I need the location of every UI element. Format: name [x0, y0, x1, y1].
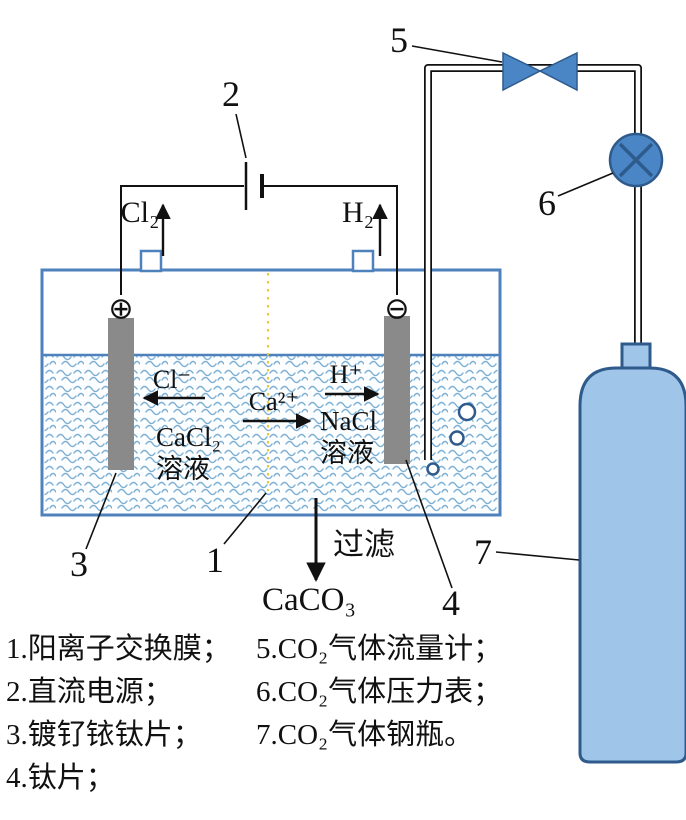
gas-bubble [449, 430, 465, 446]
hydrogen-ion-label: H⁺ [330, 360, 363, 389]
callout-line-5 [411, 45, 503, 63]
h2-gas-label: H₂ [342, 196, 374, 229]
precipitate-label: CaCO₃ [262, 582, 356, 618]
legend-item-3: 3.镀钌铱钛片； [6, 718, 202, 751]
callout-3: 3 [70, 544, 88, 584]
callout-2: 2 [222, 74, 240, 114]
right-solution-name: NaCl [320, 406, 377, 436]
cathode-minus-terminal-icon: ⊖ [384, 293, 409, 326]
cathode-electrode [384, 316, 410, 464]
callout-6: 6 [538, 183, 556, 223]
flow-meter-valve-icon [538, 51, 578, 92]
anode-electrode [108, 318, 134, 470]
wire-right [264, 185, 398, 295]
legend-item-6: 6.CO₂气体压力表； [256, 675, 502, 708]
legend-item-4: 4.钛片； [6, 761, 115, 794]
flow-meter-valve-icon [502, 51, 542, 92]
callout-1: 1 [206, 540, 224, 580]
gas-bubble [457, 402, 477, 422]
callout-line-1 [223, 492, 267, 545]
wire-left [120, 185, 244, 295]
left-solution-name: CaCl₂ [156, 422, 221, 452]
callout-line-2 [235, 113, 247, 159]
filter-label: 过滤 [333, 527, 395, 562]
calcium-ion-label: Ca²⁺ [249, 387, 299, 416]
callout-line-3 [85, 472, 117, 550]
callout-5: 5 [390, 20, 408, 60]
callout-line-4 [405, 459, 453, 589]
chloride-ion-label: Cl⁻ [153, 365, 191, 394]
gas-port-left [139, 249, 163, 273]
right-solution-word: 溶液 [320, 438, 374, 468]
legend-item-5: 5.CO₂气体流量计； [256, 632, 502, 665]
gas-bubble [426, 462, 440, 476]
cl2-gas-label: Cl₂ [121, 196, 160, 229]
legend-item-7: 7.CO₂气体钢瓶。 [256, 718, 473, 751]
callout-line-6 [557, 172, 614, 197]
callout-7: 7 [474, 532, 492, 572]
anode-plus-terminal-icon: ⊕ [108, 293, 133, 326]
left-solution-word: 溶液 [156, 454, 210, 484]
callout-4: 4 [442, 583, 460, 623]
callout-line-7 [495, 551, 580, 561]
legend-item-2: 2.直流电源； [6, 675, 173, 708]
gas-port-right [351, 249, 375, 273]
legend-item-1: 1.阳离子交换膜； [6, 632, 231, 665]
pressure-gauge-cross [618, 142, 654, 178]
gas-cylinder-body [578, 366, 686, 764]
